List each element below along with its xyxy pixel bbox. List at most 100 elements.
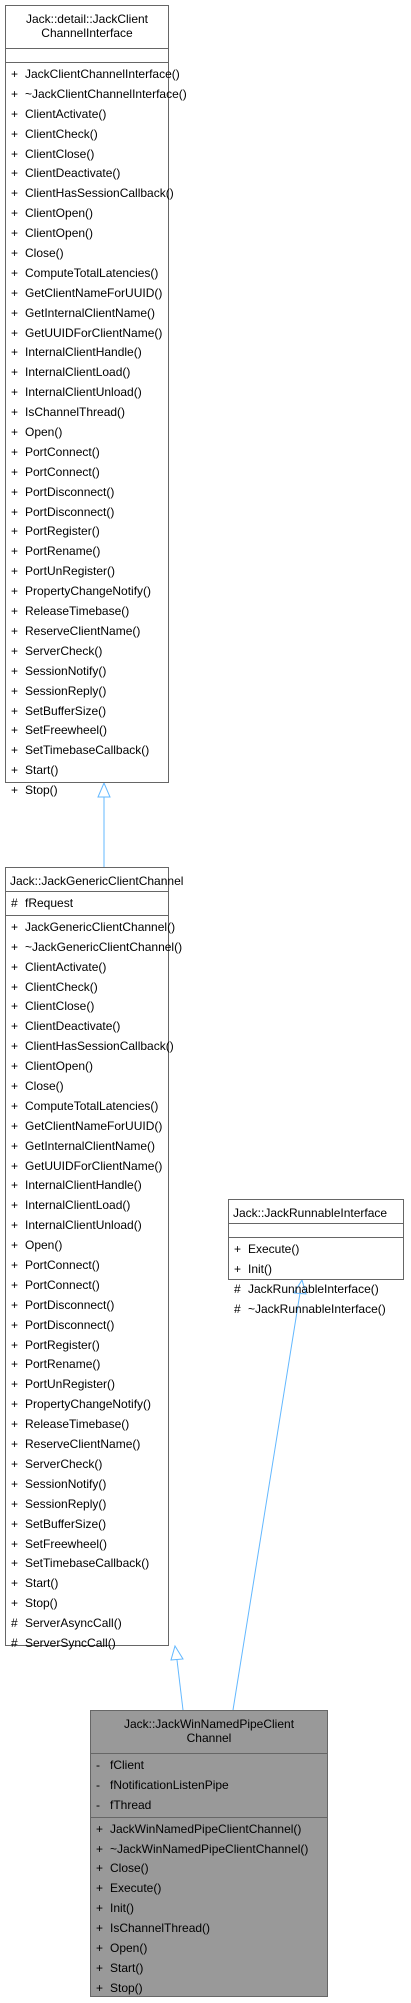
method-clientactivate[interactable]: +ClientActivate(): [6, 958, 168, 978]
method-start[interactable]: +Start(): [6, 761, 168, 781]
method-propertychangenotify[interactable]: +PropertyChangeNotify(): [6, 1395, 168, 1415]
visibility-marker: +: [11, 1516, 19, 1531]
attribute-label: fThread: [110, 1797, 152, 1812]
method-internalclienthandle[interactable]: +InternalClientHandle(): [6, 1176, 168, 1196]
method-settimebasecallback[interactable]: +SetTimebaseCallback(): [6, 741, 168, 761]
method-releasetimebase[interactable]: +ReleaseTimebase(): [6, 602, 168, 622]
method-portconnect[interactable]: +PortConnect(): [6, 463, 168, 483]
method-init[interactable]: +Init(): [91, 1899, 327, 1919]
method-internalclienthandle[interactable]: +InternalClientHandle(): [6, 343, 168, 363]
method-clientcheck[interactable]: +ClientCheck(): [6, 125, 168, 145]
method-settimebasecallback[interactable]: +SetTimebaseCallback(): [6, 1554, 168, 1574]
method-setbuffersize[interactable]: +SetBufferSize(): [6, 702, 168, 722]
method-clientopen[interactable]: +ClientOpen(): [6, 204, 168, 224]
method-open[interactable]: +Open(): [6, 1236, 168, 1256]
method-portunregister[interactable]: +PortUnRegister(): [6, 1375, 168, 1395]
method-ischannelthread[interactable]: +IsChannelThread(): [6, 403, 168, 423]
method-getinternalclientname[interactable]: +GetInternalClientName(): [6, 1137, 168, 1157]
method-reserveclientname[interactable]: +ReserveClientName(): [6, 1435, 168, 1455]
method-serversynccall[interactable]: #ServerSyncCall(): [6, 1634, 168, 1654]
method-open[interactable]: +Open(): [6, 423, 168, 443]
method-close[interactable]: +Close(): [91, 1859, 327, 1879]
method-sessionreply[interactable]: +SessionReply(): [6, 1495, 168, 1515]
class-jack-generic-client-channel[interactable]: Jack::JackGenericClientChannel #fRequest…: [5, 867, 183, 1650]
method-jackclientchannelinterface[interactable]: +~JackClientChannelInterface(): [6, 85, 187, 105]
visibility-marker: #: [11, 896, 18, 910]
method-portregister[interactable]: +PortRegister(): [6, 522, 168, 542]
attribute-fclient[interactable]: -fClient: [91, 1756, 327, 1776]
method-setfreewheel[interactable]: +SetFreewheel(): [6, 721, 168, 741]
method-close[interactable]: +Close(): [6, 244, 168, 264]
method-internalclientload[interactable]: +InternalClientLoad(): [6, 363, 168, 383]
method-getclientnameforuuid[interactable]: +GetClientNameForUUID(): [6, 1117, 168, 1137]
attribute-label: fRequest: [25, 896, 74, 910]
method-servercheck[interactable]: +ServerCheck(): [6, 642, 168, 662]
method-jackrunnableinterface[interactable]: #~JackRunnableInterface(): [229, 1300, 403, 1320]
method-clienthassessioncallback[interactable]: +ClientHasSessionCallback(): [6, 1037, 174, 1057]
method-sessionnotify[interactable]: +SessionNotify(): [6, 1475, 168, 1495]
method-portregister[interactable]: +PortRegister(): [6, 1336, 168, 1356]
method-jackclientchannelinterface[interactable]: +JackClientChannelInterface(): [6, 65, 180, 85]
method-clientclose[interactable]: +ClientClose(): [6, 145, 168, 165]
method-jackwinnamedpipeclientchannel[interactable]: +~JackWinNamedPipeClientChannel(): [91, 1840, 327, 1860]
method-internalclientload[interactable]: +InternalClientLoad(): [6, 1196, 168, 1216]
method-getclientnameforuuid[interactable]: +GetClientNameForUUID(): [6, 284, 168, 304]
method-clientopen[interactable]: +ClientOpen(): [6, 1057, 168, 1077]
method-start[interactable]: +Start(): [6, 1574, 168, 1594]
method-clientactivate[interactable]: +ClientActivate(): [6, 105, 168, 125]
method-servercheck[interactable]: +ServerCheck(): [6, 1455, 168, 1475]
method-computetotallatencies[interactable]: +ComputeTotalLatencies(): [6, 1097, 168, 1117]
method-execute[interactable]: +Execute(): [91, 1879, 327, 1899]
method-portconnect[interactable]: +PortConnect(): [6, 1256, 168, 1276]
method-portdisconnect[interactable]: +PortDisconnect(): [6, 483, 168, 503]
attribute-fthread[interactable]: -fThread: [91, 1796, 327, 1816]
method-propertychangenotify[interactable]: +PropertyChangeNotify(): [6, 582, 168, 602]
method-getuuidforclientname[interactable]: +GetUUIDForClientName(): [6, 324, 168, 344]
method-jackwinnamedpipeclientchannel[interactable]: +JackWinNamedPipeClientChannel(): [91, 1820, 327, 1840]
method-reserveclientname[interactable]: +ReserveClientName(): [6, 622, 168, 642]
method-internalclientunload[interactable]: +InternalClientUnload(): [6, 1216, 168, 1236]
method-getinternalclientname[interactable]: +GetInternalClientName(): [6, 304, 168, 324]
method-portrename[interactable]: +PortRename(): [6, 542, 168, 562]
method-stop[interactable]: +Stop(): [6, 1594, 168, 1614]
method-portdisconnect[interactable]: +PortDisconnect(): [6, 503, 168, 523]
method-execute[interactable]: +Execute(): [229, 1240, 403, 1260]
class-jack-runnable-interface[interactable]: Jack::JackRunnableInterface +Execute()+I…: [228, 1199, 404, 1316]
method-portunregister[interactable]: +PortUnRegister(): [6, 562, 168, 582]
method-jackgenericclientchannel[interactable]: +JackGenericClientChannel(): [6, 918, 175, 938]
method-open[interactable]: +Open(): [91, 1939, 327, 1959]
method-computetotallatencies[interactable]: +ComputeTotalLatencies(): [6, 264, 168, 284]
method-clientcheck[interactable]: +ClientCheck(): [6, 978, 168, 998]
class-jack-win-named-pipe-client-channel[interactable]: Jack::JackWinNamedPipeClient Channel -fC…: [90, 1710, 328, 1997]
method-serverasynccall[interactable]: #ServerAsyncCall(): [6, 1614, 168, 1634]
method-clientclose[interactable]: +ClientClose(): [6, 997, 168, 1017]
method-setfreewheel[interactable]: +SetFreewheel(): [6, 1535, 168, 1555]
method-stop[interactable]: +Stop(): [91, 1979, 327, 1999]
method-sessionreply[interactable]: +SessionReply(): [6, 682, 168, 702]
class-jack-client-channel-interface[interactable]: Jack::detail::JackClient ChannelInterfac…: [5, 5, 187, 797]
method-init[interactable]: +Init(): [229, 1260, 403, 1280]
method-jackrunnableinterface[interactable]: #JackRunnableInterface(): [229, 1280, 403, 1300]
method-stop[interactable]: +Stop(): [6, 781, 168, 801]
method-clientdeactivate[interactable]: +ClientDeactivate(): [6, 1017, 168, 1037]
method-clientdeactivate[interactable]: +ClientDeactivate(): [6, 164, 168, 184]
method-getuuidforclientname[interactable]: +GetUUIDForClientName(): [6, 1157, 168, 1177]
method-ischannelthread[interactable]: +IsChannelThread(): [91, 1919, 327, 1939]
method-start[interactable]: +Start(): [91, 1959, 327, 1979]
method-portdisconnect[interactable]: +PortDisconnect(): [6, 1316, 168, 1336]
method-portconnect[interactable]: +PortConnect(): [6, 443, 168, 463]
method-jackgenericclientchannel[interactable]: +~JackGenericClientChannel(): [6, 938, 182, 958]
method-portdisconnect[interactable]: +PortDisconnect(): [6, 1296, 168, 1316]
method-setbuffersize[interactable]: +SetBufferSize(): [6, 1515, 168, 1535]
attribute-frequest[interactable]: # fRequest: [6, 894, 168, 914]
method-close[interactable]: +Close(): [6, 1077, 168, 1097]
method-portrename[interactable]: +PortRename(): [6, 1355, 168, 1375]
method-internalclientunload[interactable]: +InternalClientUnload(): [6, 383, 168, 403]
method-portconnect[interactable]: +PortConnect(): [6, 1276, 168, 1296]
method-clientopen[interactable]: +ClientOpen(): [6, 224, 168, 244]
method-clienthassessioncallback[interactable]: +ClientHasSessionCallback(): [6, 184, 174, 204]
method-releasetimebase[interactable]: +ReleaseTimebase(): [6, 1415, 168, 1435]
method-sessionnotify[interactable]: +SessionNotify(): [6, 662, 168, 682]
attribute-fnotificationlistenpipe[interactable]: -fNotificationListenPipe: [91, 1776, 327, 1796]
visibility-marker: +: [11, 305, 19, 320]
